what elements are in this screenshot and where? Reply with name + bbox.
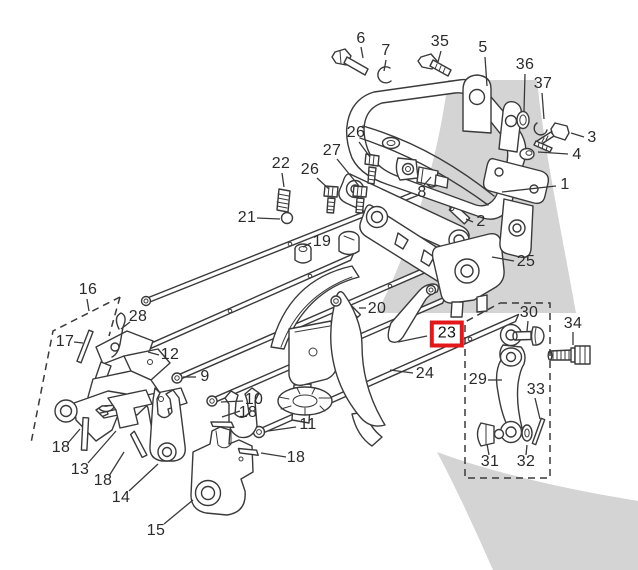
part-label-19[interactable]: 19: [312, 233, 332, 250]
part-label-8[interactable]: 8: [417, 184, 427, 201]
leader-line-26a: [358, 141, 371, 158]
leader-line-13: [87, 430, 117, 464]
part-label-20[interactable]: 20: [367, 300, 387, 317]
part-label-29[interactable]: 29: [468, 371, 488, 388]
leader-line-14: [128, 463, 159, 492]
leader-line-2: [465, 218, 474, 223]
leader-line-18c: [221, 410, 241, 418]
part-label-16[interactable]: 16: [78, 281, 98, 298]
leader-line-7: [383, 59, 387, 72]
leader-line-21: [256, 217, 281, 220]
leader-line-5: [484, 56, 488, 87]
part-label-9[interactable]: 9: [200, 368, 210, 385]
group-16-outline: [108, 296, 121, 337]
leader-line-3: [570, 132, 585, 138]
part-label-32[interactable]: 32: [516, 453, 536, 470]
leader-line-6: [360, 46, 364, 59]
part-label-11[interactable]: 11: [299, 416, 317, 433]
leader-line-1: [501, 185, 557, 193]
part-label-5[interactable]: 5: [478, 39, 488, 56]
part-label-22[interactable]: 22: [271, 155, 291, 172]
part-label-12[interactable]: 12: [160, 346, 180, 363]
part-label-35[interactable]: 35: [430, 33, 450, 50]
part-label-3[interactable]: 3: [587, 129, 597, 146]
leader-line-23: [397, 335, 428, 343]
leader-line-12: [147, 351, 160, 356]
part-label-30[interactable]: 30: [519, 304, 539, 321]
leader-line-8: [423, 176, 432, 186]
top-housing-drawing: [346, 74, 527, 220]
leader-line-31: [486, 443, 490, 456]
part-label-34[interactable]: 34: [563, 315, 583, 332]
group-23-detail-box: [464, 302, 551, 479]
leader-line-36: [523, 73, 526, 112]
leader-lines: [67, 46, 585, 525]
part-label-4[interactable]: 4: [572, 146, 582, 163]
leader-line-10: [220, 400, 244, 403]
mounting-bracket-drawing: [482, 157, 550, 259]
leader-line-17: [73, 341, 84, 344]
part-label-2[interactable]: 2: [476, 213, 486, 230]
part-label-18c[interactable]: 18: [238, 404, 258, 421]
leader-line-30: [526, 320, 529, 332]
part-label-13[interactable]: 13: [70, 461, 90, 478]
leader-line-18a: [67, 428, 81, 444]
part-label-18b[interactable]: 18: [93, 472, 113, 489]
hardware-drawings: [276, 48, 591, 365]
part-label-26b[interactable]: 26: [300, 161, 320, 178]
part-label-1[interactable]: 1: [560, 176, 570, 193]
part-label-36[interactable]: 36: [515, 56, 535, 73]
part-label-25[interactable]: 25: [516, 253, 536, 270]
part-label-33[interactable]: 33: [526, 381, 546, 398]
leader-line-26b: [316, 177, 330, 190]
part-label-15[interactable]: 15: [146, 522, 166, 539]
leader-line-22: [281, 172, 285, 188]
leader-line-24: [389, 369, 414, 374]
link-bar-drawings: [338, 173, 505, 318]
part-label-10[interactable]: 10: [244, 391, 264, 408]
part-label-14[interactable]: 14: [111, 489, 131, 506]
part-label-7[interactable]: 7: [381, 42, 391, 59]
leader-line-33: [534, 397, 541, 420]
part-label-26a[interactable]: 26: [346, 124, 366, 141]
part-label-24[interactable]: 24: [415, 365, 435, 382]
leader-line-19: [302, 242, 312, 248]
shift-fork-drawings: [54, 387, 260, 516]
leader-line-18d: [260, 452, 287, 458]
shift-arm-detail-drawing: [476, 323, 546, 447]
part-label-28[interactable]: 28: [128, 308, 148, 325]
leader-line-28: [120, 321, 131, 330]
part-label-37[interactable]: 37: [533, 75, 553, 92]
part-label-31[interactable]: 31: [480, 453, 500, 470]
dashed-group-outlines: [30, 296, 551, 479]
part-label-23-selected[interactable]: 23: [429, 320, 465, 348]
leader-line-11: [267, 426, 297, 432]
leader-line-18b: [108, 451, 125, 477]
part-label-21[interactable]: 21: [237, 209, 257, 226]
part-label-18d[interactable]: 18: [286, 449, 306, 466]
leader-line-25: [491, 256, 515, 262]
part-label-6[interactable]: 6: [356, 30, 366, 47]
center-cam-assembly-drawing: [270, 230, 439, 424]
part-label-17[interactable]: 17: [55, 333, 75, 350]
part-label-18a[interactable]: 18: [51, 439, 71, 456]
group-16-outline: [30, 296, 121, 444]
curved-fork-drawing: [330, 291, 386, 447]
leader-line-27: [336, 158, 360, 187]
leader-line-15: [163, 499, 194, 525]
leader-line-4: [537, 151, 569, 155]
leader-line-16: [86, 298, 90, 312]
leader-line-37: [541, 92, 545, 120]
leader-line-32: [525, 444, 528, 456]
leader-line-35: [437, 50, 442, 63]
part-label-27[interactable]: 27: [322, 142, 342, 159]
